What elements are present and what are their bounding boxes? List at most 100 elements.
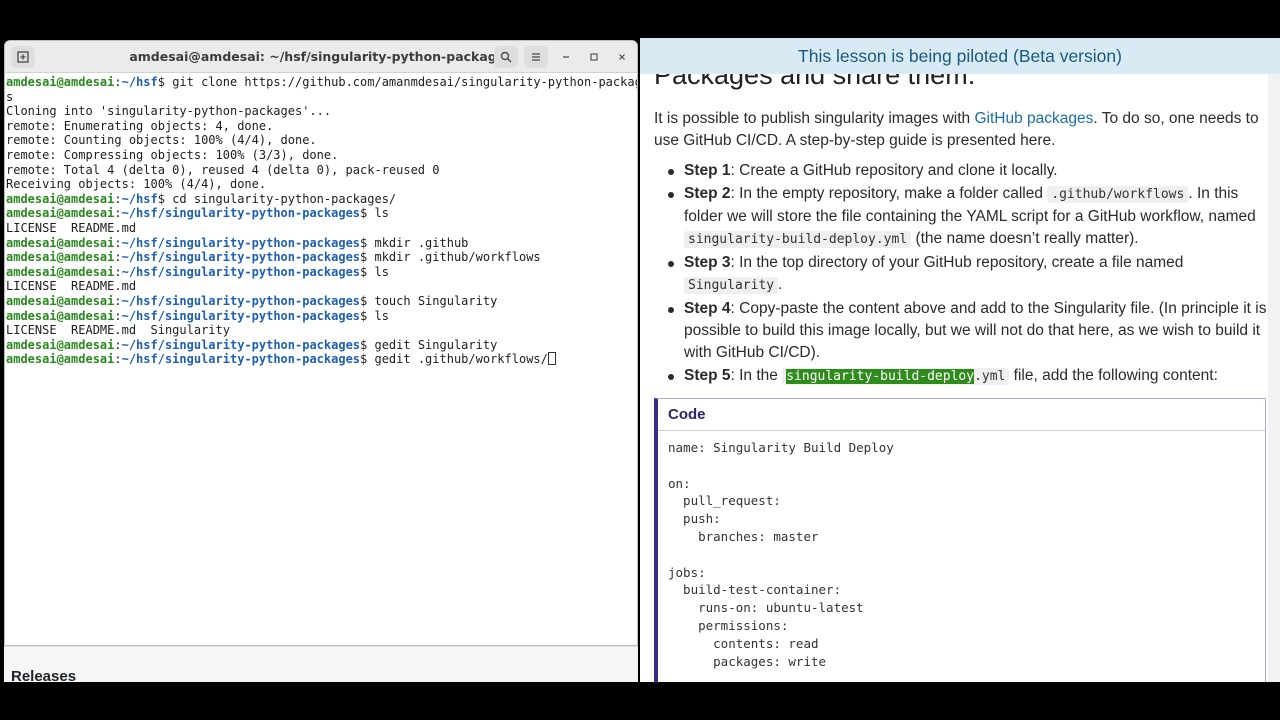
prompt-colon: : — [114, 206, 122, 221]
prompt-path: ~/hsf/singularity-python-packages — [121, 308, 361, 323]
prompt-path: ~/hsf/singularity-python-packages — [121, 206, 361, 221]
step-text: (the name doesn’t really matter). — [911, 230, 1139, 247]
prompt-colon: : — [114, 308, 122, 323]
code-block: Code name: Singularity Build Deploy on: … — [654, 398, 1266, 688]
prompt-user: amdesai@amdesai — [6, 206, 115, 221]
new-terminal-tab-icon[interactable] — [11, 46, 35, 68]
prompt-user: amdesai@amdesai — [6, 352, 115, 367]
code-line: on: — [668, 475, 691, 491]
prompt-dollar: $ — [360, 352, 375, 367]
terminal-line: remote: Counting objects: 100% (4/4), do… — [6, 133, 637, 148]
intro-text: It is possible to publish singularity im… — [654, 110, 975, 127]
close-icon[interactable] — [610, 46, 634, 68]
inline-code: .github/workflows — [1047, 186, 1189, 203]
letterbox-bar — [0, 682, 1280, 720]
terminal-line: amdesai@amdesai:~/hsf/singularity-python… — [6, 294, 637, 309]
terminal-line: LICENSE README.md — [6, 279, 637, 294]
lesson-content: It is possible to publish singularity im… — [654, 108, 1274, 389]
prompt-path: ~/hsf/singularity-python-packages — [121, 264, 361, 279]
prompt-user: amdesai@amdesai — [6, 308, 115, 323]
step-text: . — [778, 276, 783, 293]
prompt-colon: : — [114, 293, 122, 308]
terminal-line: Receiving objects: 100% (4/4), done. — [6, 177, 637, 192]
step-label: Step 5 — [684, 367, 731, 384]
terminal-window: amdesai@amdesai: ~/hsf/singularity-pytho… — [4, 40, 638, 646]
step-text: : In the — [730, 367, 783, 384]
code-line: contents: read — [668, 635, 819, 651]
code-line — [668, 457, 1255, 475]
prompt-user: amdesai@amdesai — [6, 264, 115, 279]
scrollbar[interactable] — [1268, 74, 1280, 682]
terminal-line: LICENSE README.md Singularity — [6, 323, 637, 338]
prompt-colon: : — [114, 235, 122, 250]
beta-banner: This lesson is being piloted (Beta versi… — [640, 38, 1280, 74]
steps-list: Step 1: Create a GitHub repository and c… — [654, 160, 1274, 388]
command-text: ls — [374, 264, 389, 279]
releases-heading: Releases — [11, 668, 77, 685]
command-text: gedit .github/workflows/ — [374, 352, 548, 367]
step-item: Step 3: In the top directory of your Git… — [668, 252, 1274, 297]
step-text: : In the empty repository, make a folder… — [730, 185, 1048, 202]
inline-code: singularity-build-deploy.yml — [684, 231, 912, 248]
minimize-icon[interactable] — [554, 46, 578, 68]
inline-code: singularity-build-deploy.yml — [782, 368, 1010, 385]
terminal-line: s — [6, 90, 637, 105]
prompt-user: amdesai@amdesai — [6, 250, 115, 265]
inline-code-rest: .yml — [974, 369, 1006, 384]
terminal-line: Cloning into 'singularity-python-package… — [6, 104, 637, 119]
prompt-user: amdesai@amdesai — [6, 337, 115, 352]
code-line: branches: master — [668, 528, 819, 544]
prompt-user: amdesai@amdesai — [6, 235, 115, 250]
github-packages-link[interactable]: GitHub packages — [974, 110, 1094, 127]
command-text: touch Singularity — [374, 293, 498, 308]
output-text: remote: Compressing objects: 100% (3/3),… — [6, 147, 339, 162]
code-block-content[interactable]: name: Singularity Build Deploy on: pull_… — [658, 431, 1265, 678]
code-line: permissions: — [668, 617, 789, 633]
command-text: cd singularity-python-packages/ — [172, 191, 397, 206]
terminal-line: amdesai@amdesai:~/hsf$ git clone https:/… — [6, 75, 637, 90]
prompt-dollar: $ — [360, 206, 375, 221]
search-icon[interactable] — [494, 46, 518, 68]
step-item: Step 4: Copy-paste the content above and… — [668, 298, 1274, 364]
terminal-line: amdesai@amdesai:~/hsf/singularity-python… — [6, 236, 637, 251]
output-text: LICENSE README.md — [6, 279, 137, 294]
command-text: ls — [374, 308, 389, 323]
output-text: LICENSE README.md Singularity — [6, 323, 230, 338]
terminal-line: LICENSE README.md — [6, 221, 637, 236]
command-text: gedit Singularity — [374, 337, 498, 352]
prompt-dollar: $ — [157, 75, 173, 89]
terminal-line: amdesai@amdesai:~/hsf/singularity-python… — [6, 309, 637, 324]
prompt-dollar: $ — [360, 250, 375, 265]
intro-paragraph: It is possible to publish singularity im… — [654, 108, 1274, 152]
output-text: Cloning into 'singularity-python-package… — [6, 104, 332, 119]
step-label: Step 2 — [684, 185, 731, 202]
code-line — [668, 546, 1255, 564]
step-item: Step 1: Create a GitHub repository and c… — [668, 160, 1274, 182]
step-text: . In this folder we will store the file … — [684, 185, 1256, 225]
prompt-dollar: $ — [360, 308, 375, 323]
output-text: remote: Total 4 (delta 0), reused 4 (del… — [6, 162, 440, 177]
step-label: Step 4 — [684, 300, 731, 317]
command-text: ls — [374, 206, 389, 221]
hamburger-menu-icon[interactable] — [524, 46, 548, 68]
prompt-dollar: $ — [360, 235, 375, 250]
code-line: push: — [668, 511, 721, 527]
step-text: : Create a GitHub repository and clone i… — [730, 162, 1058, 179]
prompt-colon: : — [114, 250, 122, 265]
maximize-icon[interactable] — [582, 46, 606, 68]
prompt-colon: : — [114, 337, 122, 352]
code-line: name: Singularity Build Deploy — [668, 440, 894, 455]
prompt-colon: : — [114, 75, 122, 89]
prompt-path: ~/hsf/singularity-python-packages — [121, 250, 361, 265]
command-text: git clone https://github.com/amanmdesai/… — [172, 75, 637, 89]
prompt-user: amdesai@amdesai — [6, 293, 115, 308]
terminal-output[interactable]: amdesai@amdesai:~/hsf$ git clone https:/… — [5, 73, 637, 645]
highlighted-selection[interactable]: singularity-build-deploy — [786, 369, 975, 384]
prompt-path: ~/hsf/singularity-python-packages — [121, 352, 361, 367]
terminal-line: amdesai@amdesai:~/hsf/singularity-python… — [6, 352, 637, 367]
prompt-dollar: $ — [157, 191, 173, 206]
output-text: s — [6, 89, 14, 104]
prompt-user: amdesai@amdesai — [6, 75, 115, 89]
background-page-strip — [4, 646, 638, 682]
step-label: Step 3 — [684, 254, 731, 271]
